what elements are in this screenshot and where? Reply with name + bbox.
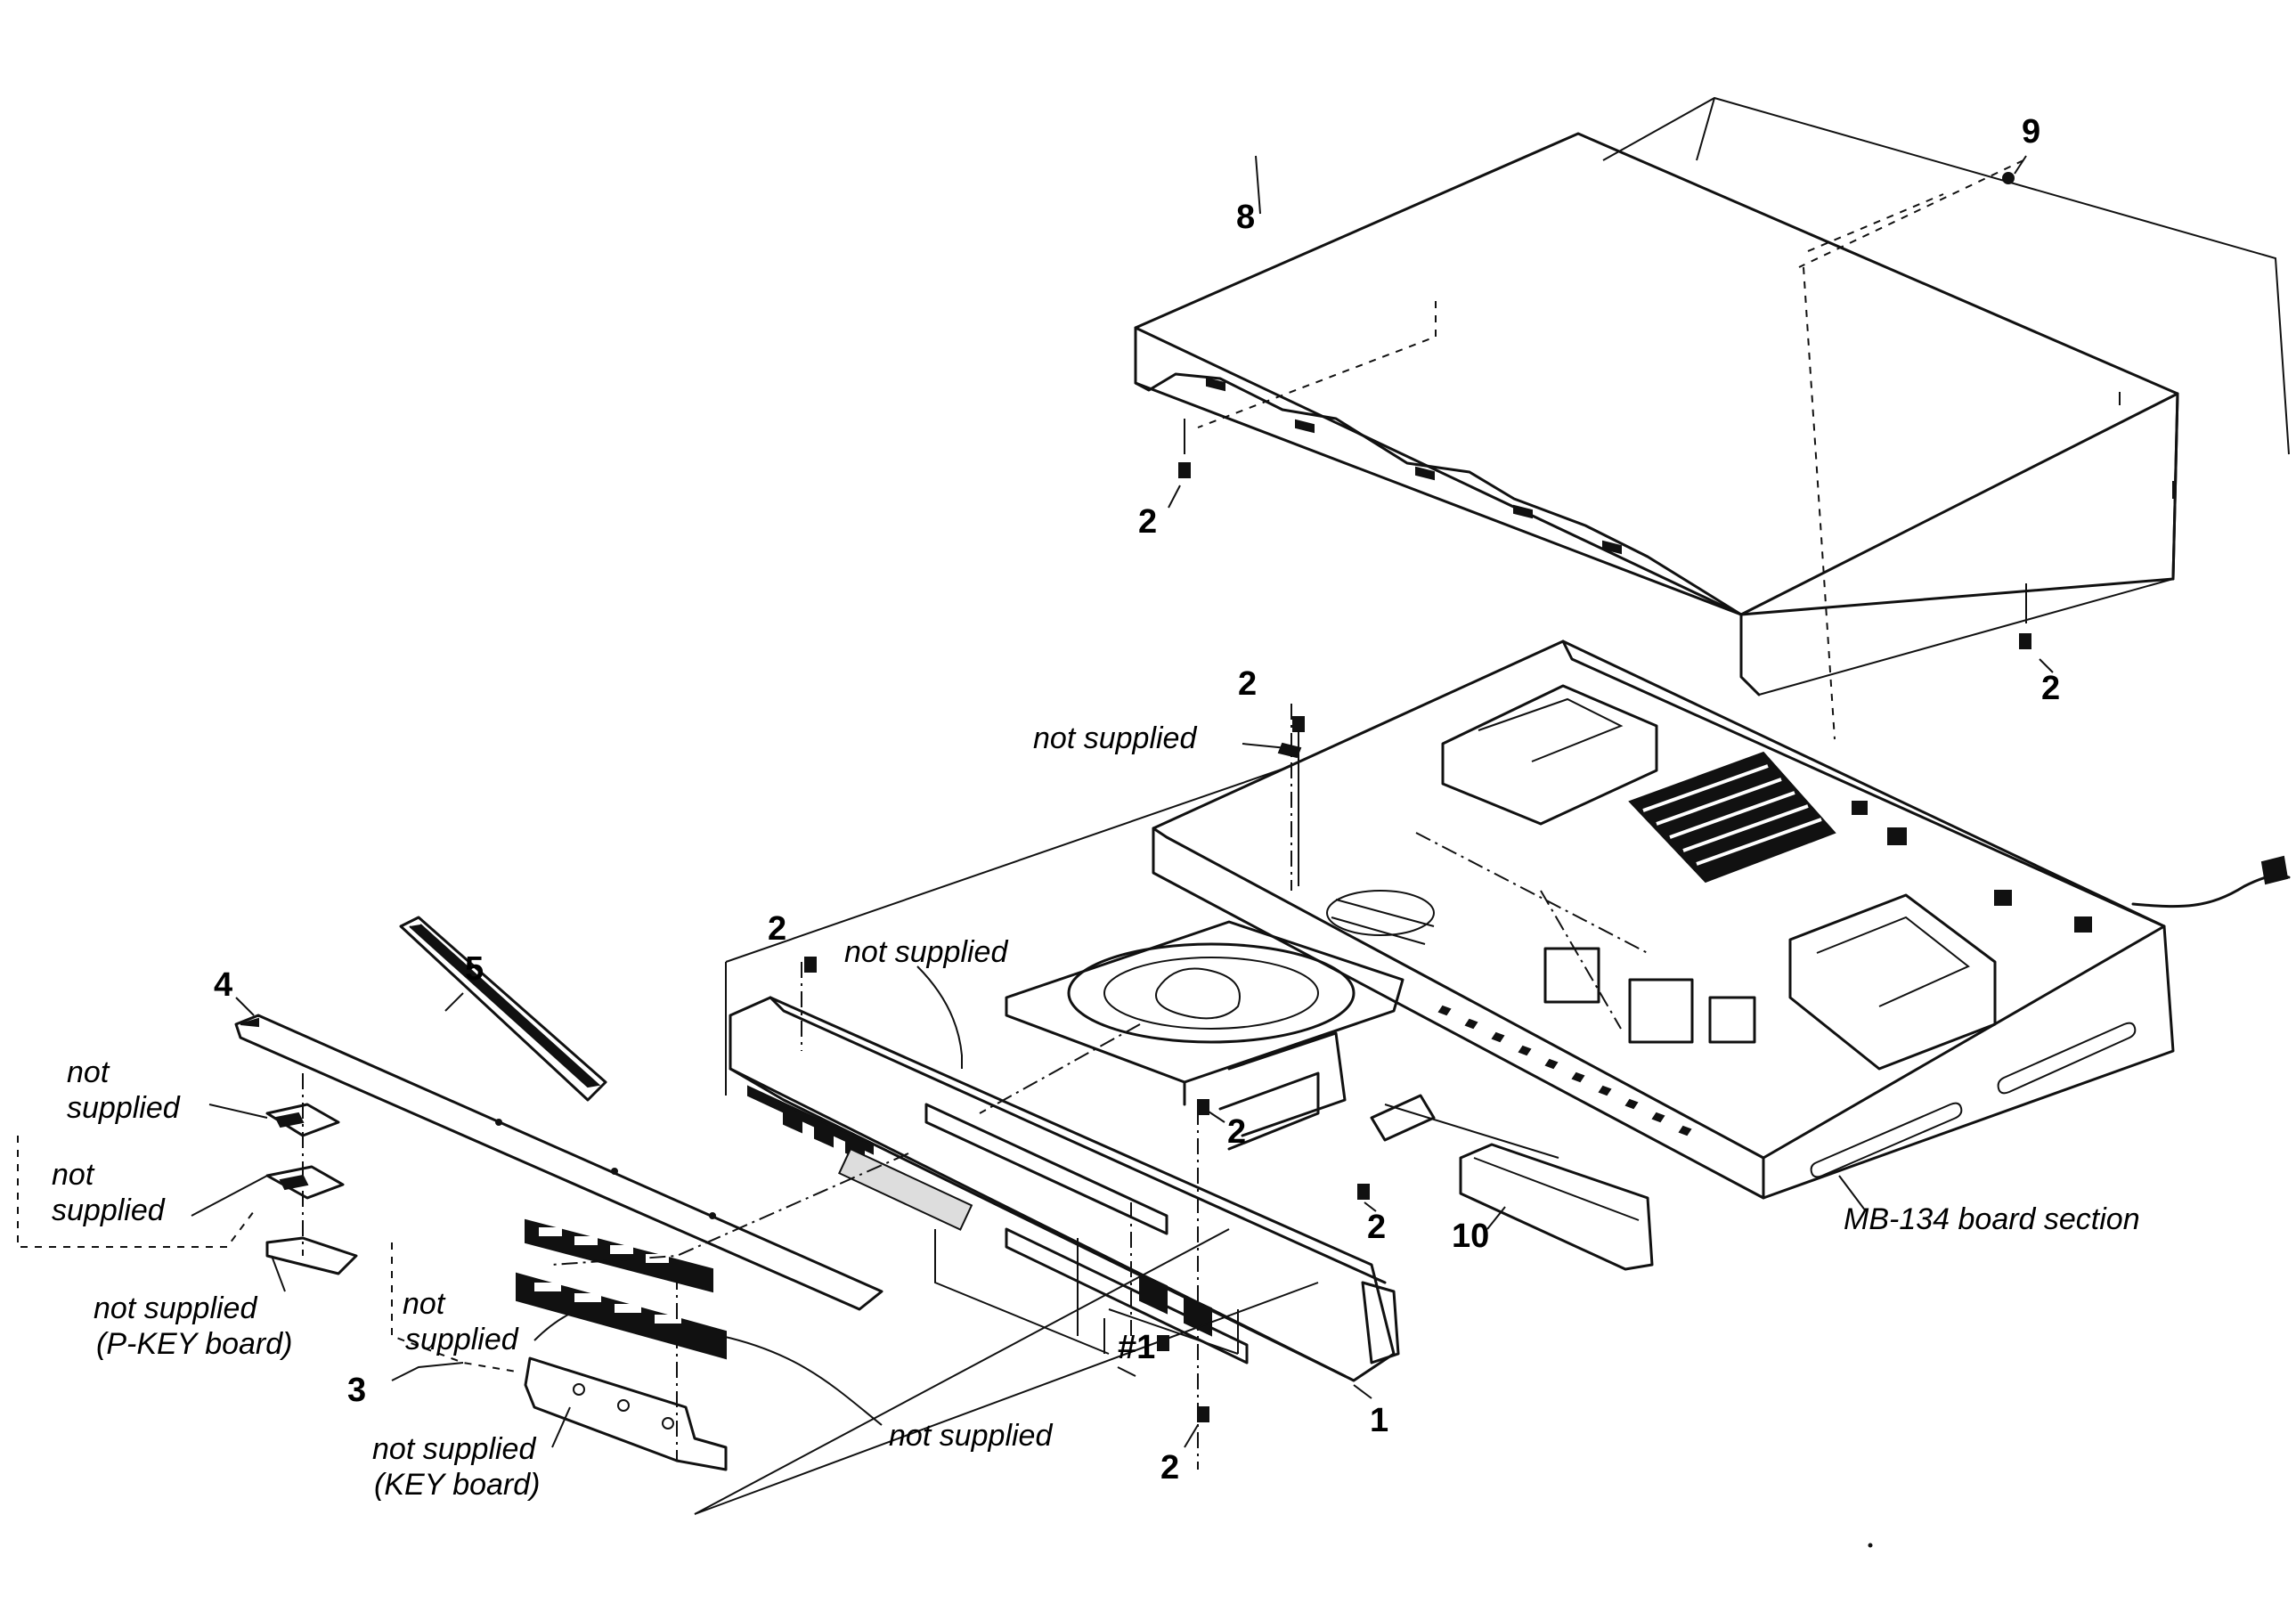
- disc-tray: [1005, 920, 1404, 1137]
- label-not-supplied-chassis: not supplied: [1033, 721, 1197, 755]
- front-panel-1: [729, 996, 1400, 1382]
- label-not-line5: not: [403, 1287, 446, 1321]
- label-p-key-board: (P-KEY board): [96, 1327, 292, 1361]
- assembly-lines: [302, 704, 1649, 1515]
- part-number-5: 5: [465, 950, 484, 988]
- group-bracket-key: [391, 1242, 517, 1373]
- label-not-supplied-tray: not supplied: [844, 935, 1008, 969]
- tray-bracket: [1218, 1071, 1436, 1151]
- part-number-4: 4: [214, 966, 232, 1004]
- label-not-supplied-front: not supplied: [889, 1419, 1053, 1453]
- part-number-2-chassis-top: 2: [1238, 665, 1257, 703]
- chassis-base: [1152, 639, 2291, 1212]
- group-bracket-left: [17, 1136, 255, 1248]
- label-supplied-line2: supplied: [67, 1091, 181, 1125]
- part-number-2-cover-right: 2: [2041, 670, 2060, 707]
- part-number-hash1: #1: [1118, 1329, 1155, 1366]
- part-number-2-front-mid: 2: [1227, 1113, 1246, 1151]
- bracket-4: [234, 1014, 883, 1311]
- part-number-8: 8: [1236, 199, 1255, 236]
- part-number-1: 1: [1370, 1402, 1388, 1439]
- label-supplied-line6: supplied: [405, 1323, 519, 1356]
- label-supplied-line4: supplied: [52, 1193, 166, 1227]
- part-number-2-tray: 2: [1367, 1209, 1386, 1246]
- part-number-2-bottom: 2: [1160, 1449, 1179, 1487]
- screw-2-cover-left: [1168, 419, 1191, 509]
- stray-dot: [1868, 1543, 1873, 1548]
- label-not-supplied-p-key: not supplied: [94, 1291, 257, 1325]
- screw-2-front-top: [804, 957, 817, 973]
- part-number-10: 10: [1452, 1218, 1489, 1255]
- key-tops: [516, 1218, 727, 1360]
- label-not-line1: not: [67, 1055, 110, 1089]
- p-key-board-pcb: [265, 1103, 358, 1275]
- part-number-2-cover-left: 2: [1138, 503, 1157, 541]
- part-number-2-front-top: 2: [768, 910, 786, 948]
- label-mb-134-board-section: MB-134 board section: [1844, 1202, 2140, 1236]
- light-guide-5: [399, 916, 607, 1102]
- heat-sink: [1628, 751, 1836, 884]
- screw-2-cover-right: [2019, 583, 2054, 673]
- part-number-9: 9: [2022, 113, 2040, 151]
- leader-lines: [191, 155, 1506, 1448]
- screw-hash1: [1157, 1335, 1169, 1351]
- drawer-rail-10: [1459, 1143, 1654, 1271]
- screw-2-front-mid: [1197, 1099, 1225, 1123]
- part-number-3: 3: [347, 1372, 366, 1409]
- top-cover: [1134, 96, 2290, 740]
- screw-9: [2002, 155, 2027, 184]
- label-key-board: (KEY board): [374, 1468, 540, 1502]
- label-not-line3: not: [52, 1158, 95, 1192]
- screw-2-tray: [1357, 1184, 1377, 1212]
- screw-2-bottom: [1184, 1406, 1209, 1448]
- key-board-pcb: [524, 1356, 728, 1471]
- label-not-supplied-key: not supplied: [372, 1432, 536, 1466]
